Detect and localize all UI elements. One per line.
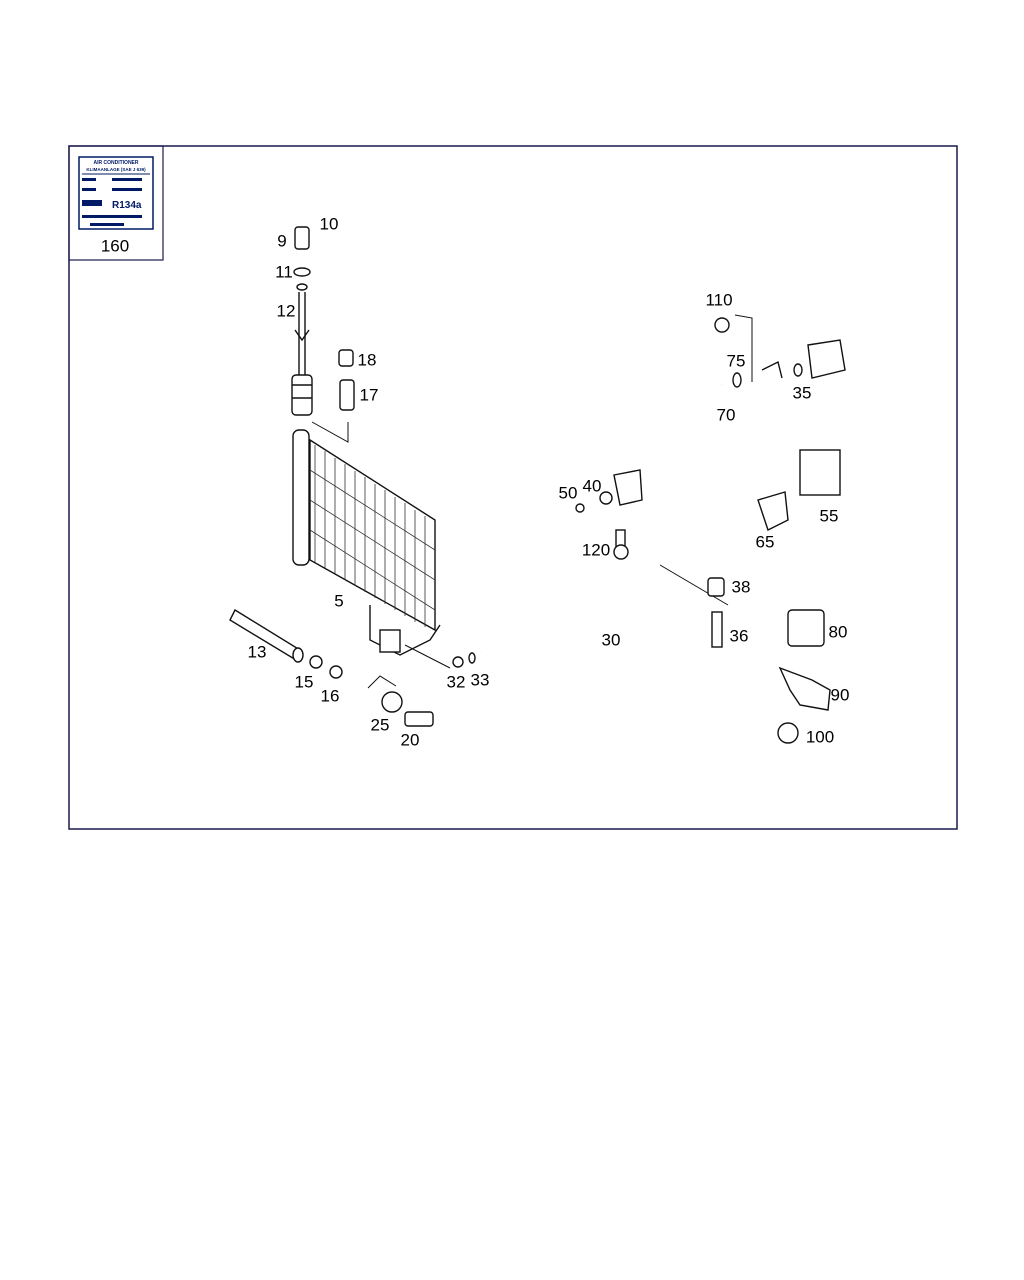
diagram-frame	[68, 145, 958, 830]
callout-12: 12	[277, 302, 296, 321]
callout-120: 120	[582, 541, 610, 560]
callout-11: 11	[275, 263, 293, 282]
callout-36: 36	[730, 627, 749, 646]
callout-13: 13	[248, 643, 267, 662]
sticker-refrigerant: R134a	[112, 200, 142, 211]
pressure-line	[481, 360, 783, 655]
callout-40: 40	[583, 477, 602, 496]
callouts: 160 10 9 11 12 18 17 5 13 15 16 25 20 32…	[101, 215, 850, 750]
callout-33: 33	[471, 671, 490, 690]
callout-65: 65	[756, 533, 775, 552]
drier-cartridge	[229, 609, 476, 727]
condenser	[292, 429, 441, 656]
callout-55: 55	[820, 507, 839, 526]
callout-15: 15	[295, 673, 314, 692]
callout-30: 30	[602, 631, 621, 650]
callout-16: 16	[321, 687, 340, 706]
callout-32: 32	[447, 673, 466, 692]
callout-35: 35	[793, 384, 812, 403]
callout-17: 17	[360, 386, 379, 405]
callout-80: 80	[829, 623, 848, 642]
callout-10: 10	[320, 215, 339, 234]
callout-90: 90	[831, 686, 850, 705]
sticker-subtitle: KLIMAANLAGE (SAE J 639)	[86, 167, 146, 172]
callout-50: 50	[559, 484, 578, 503]
callout-20: 20	[401, 731, 420, 750]
callout-75: 75	[727, 352, 746, 371]
drier-pipe	[291, 226, 313, 416]
sticker-box	[68, 145, 164, 261]
callout-38: 38	[732, 578, 751, 597]
callout-100: 100	[806, 728, 834, 747]
pressure-switch-parts	[311, 349, 355, 443]
callout-110: 110	[705, 291, 732, 310]
expansion-valve-parts	[707, 314, 846, 744]
callout-18: 18	[358, 351, 377, 370]
refrigerant-sticker: AIR CONDITIONER KLIMAANLAGE (SAE J 639) …	[78, 156, 154, 230]
callout-70: 70	[717, 406, 736, 425]
suction-hose	[575, 382, 724, 560]
callout-160: 160	[101, 237, 129, 256]
sticker-title: AIR CONDITIONER	[94, 160, 139, 166]
callout-9: 9	[277, 232, 286, 251]
callout-5: 5	[334, 592, 343, 611]
callout-25: 25	[371, 716, 390, 735]
